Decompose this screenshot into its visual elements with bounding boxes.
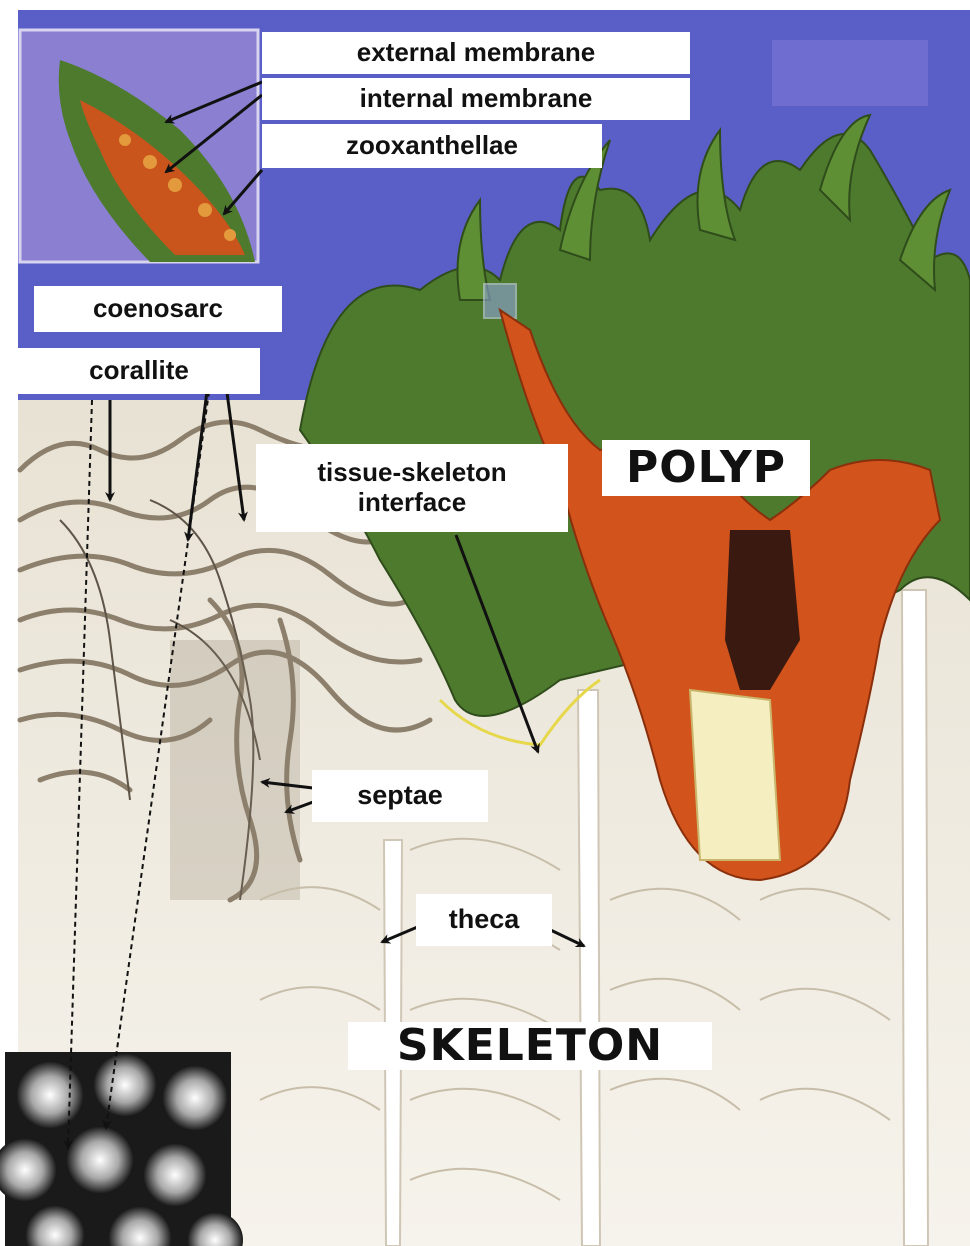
label-coenosarc: coenosarc (34, 286, 282, 332)
label-polyp: POLYP (602, 440, 810, 496)
label-zooxanthellae: zooxanthellae (262, 124, 602, 168)
corallite-shading (170, 640, 300, 900)
label-theca: theca (416, 894, 552, 946)
label-tissue-skeleton-line2: interface (358, 488, 466, 518)
label-tissue-skeleton-line1: tissue-skeleton (317, 458, 506, 488)
label-internal-membrane: internal membrane (262, 78, 690, 120)
label-skeleton: SKELETON (348, 1022, 712, 1070)
label-external-membrane: external membrane (262, 32, 690, 74)
cavity-light-column (690, 690, 780, 860)
faint-blue-patch (772, 40, 928, 106)
label-septae: septae (312, 770, 488, 822)
label-corallite: corallite (18, 348, 260, 394)
label-tissue-skeleton-interface: tissue-skeleton interface (256, 444, 568, 532)
